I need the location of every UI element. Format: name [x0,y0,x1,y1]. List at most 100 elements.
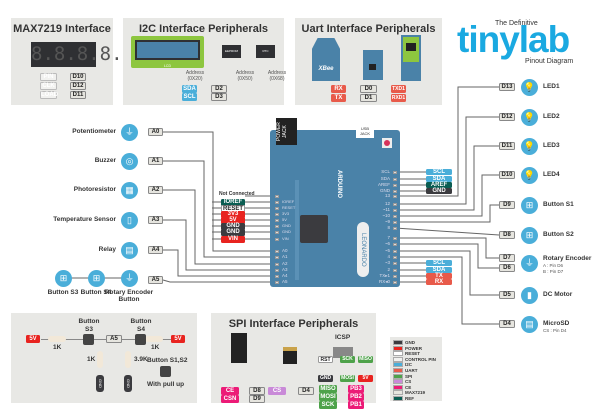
legend-label: I2C [405,362,413,368]
header-pin[interactable] [393,274,397,278]
header-pin[interactable] [393,261,397,265]
header-pin[interactable] [275,224,279,228]
pin-label: GND [282,223,291,228]
board-tag: SDA [426,176,452,182]
ce-tag: CE [221,387,239,395]
pin-tag-a3: A3 [148,216,163,224]
header-pin[interactable] [275,218,279,222]
header-pin[interactable] [393,194,397,198]
pin-tag-d9: D9 [499,201,515,209]
legend-label: POWER [405,345,423,351]
logo-tagline: The Definitive [495,20,538,27]
device-label: LED3 [543,142,560,149]
header-pin[interactable] [275,212,279,216]
pin-label: GND [282,229,291,234]
pin-label: 7 [387,234,390,240]
pin-label: IOREF [282,199,295,204]
legend-label: CONTROL PIN [405,356,436,362]
header-pin[interactable] [393,268,397,272]
legend-label: CS [405,379,412,385]
pin-label: 12 [384,200,390,206]
push-button-icon [160,366,171,377]
legend-swatch [393,340,403,345]
header-pin[interactable] [393,226,397,230]
max7219-pin-tag: LOAD [40,91,58,99]
5v-tag: 5V [171,335,185,343]
header-pin[interactable] [275,200,279,204]
device-label: Button S3 [47,289,79,296]
resistor-label: 1K [53,344,62,351]
logo-subtitle: Pinout Diagram [525,58,574,65]
address-label: Address [185,70,205,76]
pin-tag-a5: A5 [148,276,163,284]
header-pin[interactable] [275,280,279,284]
seven-segment-display: 8.8.8.8. [31,42,123,67]
header-pin[interactable] [393,208,397,212]
resistor-icon [145,336,163,342]
board-tag: SDA [426,267,452,273]
panel-title: I2C Interface Peripherals [138,23,268,35]
header-pin[interactable] [393,255,397,259]
header-pin[interactable] [393,214,397,218]
icsp-pin-tag: 5V [358,375,373,382]
header-pin[interactable] [275,230,279,234]
button-icon: ⊞ [88,270,105,287]
header-pin[interactable] [393,220,397,224]
spi-tag: MISO [319,385,337,393]
header-pin[interactable] [393,236,397,240]
board-tag: GND [426,188,452,194]
arduino-leonardo-board: ARDUINO LEONARDO [270,130,400,287]
spi-tag: MOSI [319,393,337,401]
pin-label: A2 [282,260,288,266]
button-icon: ⊞ [55,270,72,287]
device-label: Photoresistor [73,186,116,193]
address-label: Address [235,70,255,76]
led-icon: 💡 [521,79,538,96]
legend-swatch [393,384,403,390]
board-brand: ARDUINO [336,170,342,198]
nrf24-module [231,333,247,363]
header-pin[interactable] [393,280,397,284]
header-pin[interactable] [393,189,397,193]
pin-tag-d8: D8 [499,231,515,239]
led-icon: 💡 [521,109,538,126]
header-pin[interactable] [275,262,279,266]
usb-jack: USB JACK [356,125,374,138]
pin-label: ~6 [384,240,390,246]
resistor-icon [97,351,103,368]
arduino-pin-tag: D1 [360,94,377,102]
uart-tag: TXD1 [391,85,406,93]
pin-label: SDA [380,175,390,181]
max7219-panel: MAX7219 Interface 8.8.8.8. [11,18,123,105]
header-pin[interactable] [393,170,397,174]
pin-label: VIN [282,236,289,241]
power-pin-tag: VIN [221,235,245,243]
device-label: Relay [98,246,116,253]
header-pin[interactable] [393,177,397,181]
header-pin[interactable] [275,249,279,253]
microcontroller-chip [300,215,328,243]
header-pin[interactable] [393,242,397,246]
gnd-symbol: GND [96,375,104,392]
device-note: CS : Pin D4 [543,328,567,333]
header-pin[interactable] [275,255,279,259]
header-pin[interactable] [275,268,279,272]
led-icon: 💡 [521,167,538,184]
header-pin[interactable] [275,274,279,278]
header-pin[interactable] [393,202,397,206]
device-label: Button S4 [80,289,112,296]
legend-swatch [393,362,403,368]
arduino-pin-tag: D8 [249,387,265,395]
legend-swatch [393,345,403,351]
header-pin[interactable] [275,194,279,198]
pin-label: SCL [381,168,390,174]
header-pin[interactable] [393,249,397,253]
pin-label: A1 [282,253,288,259]
header-pin[interactable] [275,237,279,241]
header-pin[interactable] [393,183,397,187]
legend-label: CE [405,384,412,390]
header-pin[interactable] [275,206,279,210]
device-label: LED1 [543,83,560,90]
buzzer-icon: ◎ [121,153,138,170]
device-label: DC Motor [543,291,573,298]
